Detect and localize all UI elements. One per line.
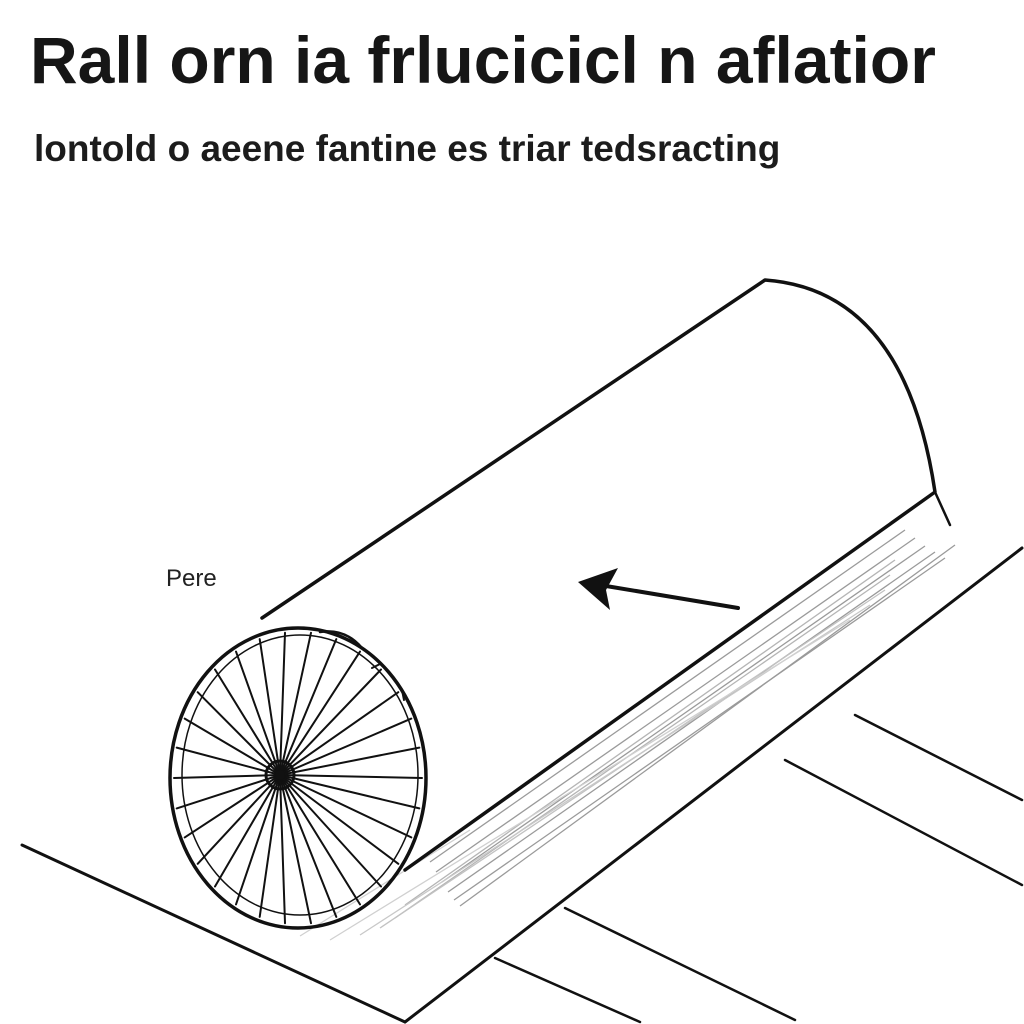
sheet-right-edge — [403, 546, 1024, 1024]
shading-hatching — [299, 529, 956, 941]
diagram-subtitle: lontold o aeene fantine es triar tedsrac… — [34, 128, 781, 169]
component-label: Pere — [166, 565, 217, 592]
wheel-spoke — [279, 668, 382, 776]
wheel-spoke — [214, 774, 281, 888]
wheel-tick — [401, 689, 405, 701]
wheel-spoke — [183, 717, 281, 776]
roller-cylinder — [260, 278, 952, 872]
wheel-tick — [371, 663, 381, 669]
wheel-spoke — [279, 774, 413, 839]
wheel-rim-detail — [318, 630, 364, 650]
wheel-spoke — [279, 774, 286, 925]
wheel-spoke — [279, 746, 421, 776]
floor-line-1 — [853, 713, 1024, 802]
wheel-spoke — [258, 638, 281, 776]
wheel-spoke — [279, 774, 382, 888]
wheel-spoke — [235, 774, 281, 906]
wheel-spoke — [279, 774, 361, 906]
wheel-spoke — [175, 774, 281, 810]
wheel-spoke — [279, 691, 400, 776]
wheel-spoke — [279, 717, 413, 776]
ground-sheet — [20, 546, 1024, 1024]
arrow-left-icon — [578, 568, 740, 610]
diagram-title: Rall orn ia frlucicicl n aflatior — [30, 23, 936, 97]
wheel-spoke — [214, 668, 281, 776]
arrow-head — [578, 568, 618, 610]
wheel-spoke — [175, 746, 281, 776]
wheel-spoke — [279, 774, 338, 918]
wheel-spoke — [173, 774, 281, 779]
floor-line-3 — [563, 906, 797, 1022]
wheel-spoke — [279, 638, 338, 776]
cylinder-end-cap — [763, 278, 952, 527]
wheel-spoke — [279, 774, 400, 865]
spoked-wheel-icon — [168, 626, 428, 930]
wheel-spoke — [279, 774, 312, 925]
arrow-shaft — [598, 583, 740, 610]
wheel-spoke — [279, 774, 423, 779]
wheel-spoke — [196, 691, 281, 776]
wheel-spoke — [235, 650, 281, 776]
floor-line-2 — [783, 758, 1024, 887]
wheel-spoke — [279, 650, 361, 776]
sheet-front-edge — [20, 843, 407, 1024]
wheel-spoke — [279, 631, 312, 776]
floor-line-4 — [493, 956, 642, 1024]
wheel-spoke — [183, 774, 281, 839]
wheel-spoke — [258, 774, 281, 918]
wheel-spoke — [196, 774, 281, 865]
wheel-spoke — [279, 631, 286, 776]
wheel-spoke — [279, 774, 421, 810]
